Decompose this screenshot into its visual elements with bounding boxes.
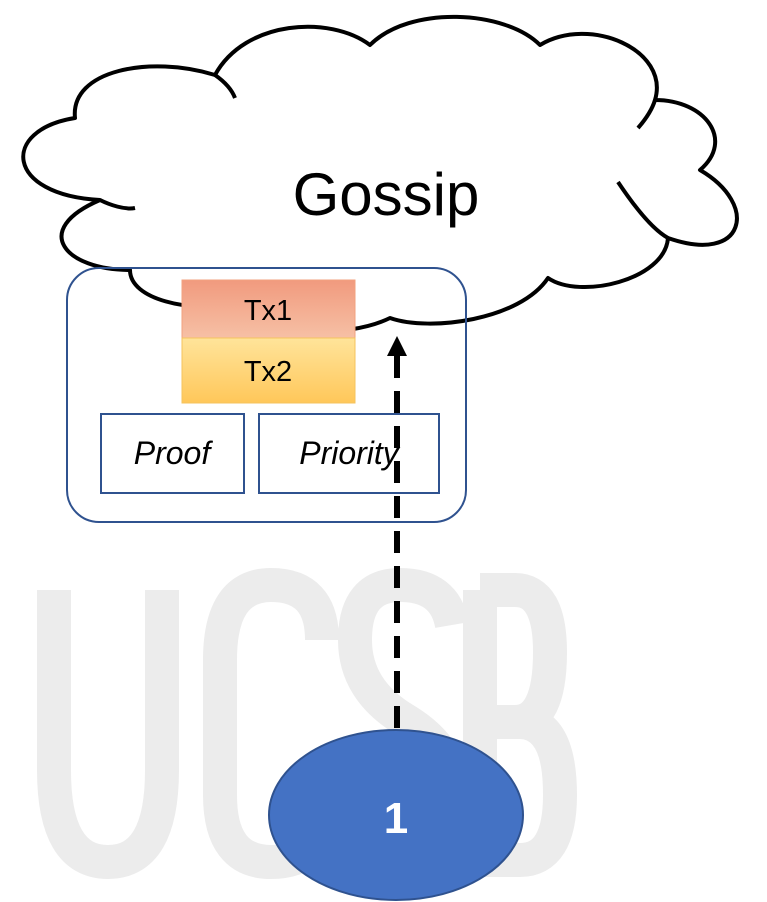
priority-label: Priority [299, 435, 401, 471]
cloud-inner-curve-left [99, 198, 136, 211]
cloud-inner-curve-right [616, 180, 670, 240]
cloud-inner-curve-right-top [636, 99, 657, 130]
tx1-label: Tx1 [244, 295, 292, 327]
message-container [66, 267, 467, 523]
node-1 [268, 729, 524, 901]
priority-field [258, 413, 440, 494]
tx1-box [181, 279, 356, 339]
proof-label: Proof [134, 435, 214, 471]
gossip-label: Gossip [293, 161, 480, 228]
node-1-label: 1 [384, 794, 408, 843]
proof-field [100, 413, 245, 494]
tx2-box [181, 337, 356, 404]
gossip-arrowhead [387, 336, 407, 356]
cloud-inner-curve-top [213, 73, 237, 99]
tx2-label: Tx2 [244, 356, 292, 388]
